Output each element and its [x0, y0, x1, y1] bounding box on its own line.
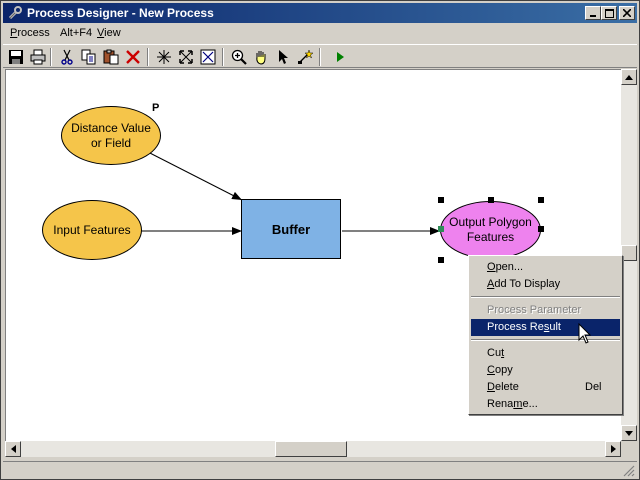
toolbar-separator: [319, 48, 321, 66]
connector-distance-to-buffer: [143, 149, 243, 201]
context-menu-rename[interactable]: Rename...: [471, 396, 620, 413]
node-input-features[interactable]: Input Features: [42, 200, 142, 260]
selection-handle[interactable]: [538, 226, 544, 232]
menu-view-label: iew: [104, 27, 121, 39]
toolbar: [3, 44, 637, 68]
zoom-in-icon[interactable]: [230, 48, 248, 66]
status-bar: [3, 461, 637, 479]
horizontal-scrollbar[interactable]: [5, 441, 621, 457]
context-menu-delete-shortcut: Del: [585, 381, 602, 393]
scroll-left-button[interactable]: [5, 441, 21, 457]
pan-icon[interactable]: [252, 48, 270, 66]
fit-window-icon[interactable]: [199, 48, 217, 66]
context-menu-separator: [471, 339, 620, 341]
title-bar[interactable]: Process Designer - New Process: [3, 3, 637, 23]
scroll-down-button[interactable]: [621, 425, 637, 441]
toolbar-separator: [50, 48, 52, 66]
node-output-line1: Output Polygon: [449, 215, 532, 229]
node-input-label: Input Features: [53, 222, 131, 237]
menu-process-mnemonic: P: [10, 27, 18, 39]
copy-icon[interactable]: [80, 48, 98, 66]
save-icon[interactable]: [7, 48, 25, 66]
node-output-line2: Features: [466, 230, 515, 244]
vertical-scrollbar[interactable]: [621, 69, 637, 441]
context-menu-rename-label: Rename...: [487, 398, 538, 410]
minimize-button[interactable]: [585, 6, 601, 20]
context-menu-process-result-label: Process Result: [487, 321, 561, 333]
node-output-label: Output Polygon Features: [449, 215, 532, 245]
context-menu-delete-label: Delete: [487, 381, 519, 393]
context-menu-separator: [471, 296, 620, 298]
node-distance-line2: or Field: [90, 135, 131, 150]
cut-icon[interactable]: [58, 48, 76, 66]
menu-view[interactable]: View: [97, 27, 121, 39]
add-connection-icon[interactable]: [296, 48, 314, 66]
context-menu-cut-label: Cut: [487, 347, 505, 359]
paste-icon[interactable]: [102, 48, 120, 66]
menu-bar: Process Alt+F4 View: [3, 24, 637, 43]
node-distance-line1: Distance Value: [71, 120, 151, 135]
node-output-polygon-features[interactable]: Output Polygon Features: [440, 201, 541, 259]
close-button[interactable]: [619, 6, 635, 20]
menu-process[interactable]: Process: [10, 27, 50, 39]
context-menu-open[interactable]: Open...: [471, 259, 620, 276]
toolbar-separator: [147, 48, 149, 66]
selection-handle[interactable]: [538, 197, 544, 203]
menu-process-label: rocess: [17, 27, 50, 39]
context-menu-delete[interactable]: Delete Del: [471, 379, 620, 396]
vertical-scroll-thumb[interactable]: [621, 245, 637, 261]
window-title: Process Designer - New Process: [27, 6, 214, 20]
toolbar-separator: [222, 48, 224, 66]
node-buffer-label: Buffer: [271, 221, 311, 237]
run-icon[interactable]: [331, 48, 349, 66]
print-icon[interactable]: [29, 48, 47, 66]
node-buffer[interactable]: Buffer: [241, 199, 341, 259]
node-distance-value-or-field[interactable]: Distance Value or Field: [61, 106, 161, 165]
context-menu-process-parameter-label: Process Parameter: [487, 304, 582, 316]
auto-layout-icon[interactable]: [155, 48, 173, 66]
selection-handle[interactable]: [438, 197, 444, 203]
scroll-up-button[interactable]: [621, 69, 637, 85]
wrench-app-icon[interactable]: [7, 5, 23, 21]
mouse-cursor-icon: [578, 323, 592, 344]
node-distance-label: Distance Value or Field: [71, 121, 151, 151]
context-menu-open-label: Open...: [487, 261, 524, 273]
menu-view-mnemonic: V: [97, 27, 105, 39]
menu-alt-f4[interactable]: Alt+F4: [60, 27, 93, 39]
full-extent-icon[interactable]: [177, 48, 195, 66]
parameter-marker: P: [152, 102, 160, 114]
scroll-right-button[interactable]: [605, 441, 621, 457]
context-menu-add-to-display-label: Add To Display: [487, 278, 561, 290]
context-menu-copy-label: Copy: [487, 364, 513, 376]
context-menu-process-parameter: Process Parameter: [471, 302, 620, 319]
selection-handle[interactable]: [438, 226, 444, 232]
select-pointer-icon[interactable]: [274, 48, 292, 66]
delete-icon[interactable]: [124, 48, 142, 66]
context-menu: Open... Add To Display Process Parameter…: [468, 255, 623, 415]
horizontal-scroll-thumb[interactable]: [275, 441, 347, 457]
resize-grip-icon[interactable]: [623, 465, 635, 477]
selection-handle[interactable]: [438, 257, 444, 263]
maximize-button[interactable]: [601, 6, 617, 20]
context-menu-cut[interactable]: Cut: [471, 345, 620, 362]
connector-lines: [136, 149, 440, 235]
context-menu-copy[interactable]: Copy: [471, 362, 620, 379]
context-menu-process-result[interactable]: Process Result: [471, 319, 620, 336]
selection-handle[interactable]: [488, 197, 494, 203]
context-menu-add-to-display[interactable]: Add To Display: [471, 276, 620, 293]
